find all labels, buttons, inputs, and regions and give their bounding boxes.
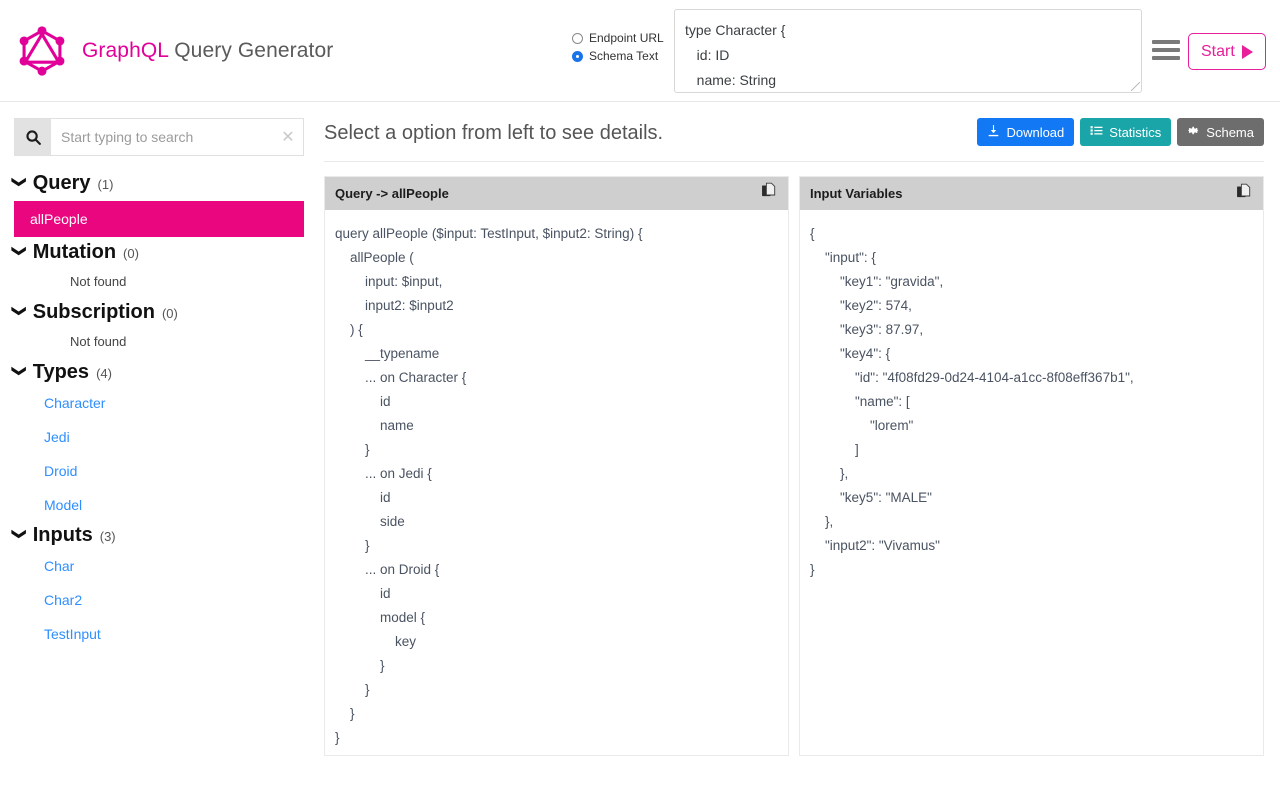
hamburger-bar bbox=[1152, 56, 1180, 60]
sidebar: ✕ ❯ Query (1) allPeople ❯ Mutation (0) N… bbox=[0, 102, 320, 800]
tree-item-model[interactable]: Model bbox=[44, 497, 83, 513]
schema-button[interactable]: Schema bbox=[1177, 118, 1264, 146]
hamburger-bar bbox=[1152, 40, 1180, 44]
tree-item-allPeople[interactable]: allPeople bbox=[14, 201, 304, 237]
search-icon[interactable] bbox=[15, 119, 51, 155]
hamburger-bar bbox=[1152, 48, 1180, 52]
graphql-logo-icon bbox=[14, 23, 70, 79]
tree-group-label: Inputs bbox=[32, 524, 93, 546]
download-button-label: Download bbox=[1006, 124, 1065, 140]
statistics-button-label: Statistics bbox=[1109, 124, 1162, 140]
tree-group-types[interactable]: ❯ Types (4) bbox=[11, 359, 304, 386]
tree-group-label: Subscription bbox=[32, 301, 155, 323]
chevron-down-icon: ❯ bbox=[11, 245, 28, 257]
search-input[interactable] bbox=[51, 129, 273, 145]
tree-group-subscription[interactable]: ❯ Subscription (0) bbox=[11, 299, 304, 326]
search-bar[interactable]: ✕ bbox=[14, 118, 304, 156]
schema-tree: ❯ Query (1) allPeople ❯ Mutation (0) Not… bbox=[11, 170, 304, 651]
download-button[interactable]: Download bbox=[977, 118, 1075, 146]
radio-schema-text[interactable]: Schema Text bbox=[572, 49, 664, 63]
main-title: Select a option from left to see details… bbox=[324, 122, 664, 144]
tree-group-query[interactable]: ❯ Query (1) bbox=[11, 170, 304, 197]
source-mode-radio-group[interactable]: Endpoint URL Schema Text bbox=[572, 31, 664, 63]
result-panels: Query -> allPeople query allPeople ($inp… bbox=[324, 176, 1264, 756]
start-button-label: Start bbox=[1201, 42, 1235, 60]
query-code: query allPeople ($input: TestInput, $inp… bbox=[335, 225, 643, 745]
tree-group-label: Query bbox=[32, 172, 91, 194]
tree-group-inputs[interactable]: ❯ Inputs (3) bbox=[11, 522, 304, 549]
brand-rest-text: Query Generator bbox=[168, 38, 334, 62]
hamburger-menu-icon[interactable] bbox=[1152, 38, 1180, 62]
tree-item-testinput[interactable]: TestInput bbox=[44, 626, 101, 642]
main-toolbar: Select a option from left to see details… bbox=[324, 118, 1264, 148]
tree-group-count: (3) bbox=[99, 529, 116, 544]
tree-empty-subscription: Not found bbox=[70, 334, 127, 349]
input-variables-panel-title: Input Variables bbox=[810, 186, 903, 201]
radio-endpoint-url[interactable]: Endpoint URL bbox=[572, 31, 664, 45]
tree-item-character[interactable]: Character bbox=[44, 395, 106, 411]
tree-item-jedi[interactable]: Jedi bbox=[44, 429, 70, 445]
tree-group-label: Types bbox=[32, 361, 90, 383]
radio-indicator-endpoint-url[interactable] bbox=[572, 32, 583, 44]
divider bbox=[324, 161, 1264, 162]
download-icon bbox=[987, 124, 1000, 140]
action-buttons: Download Statistics bbox=[977, 118, 1264, 146]
query-panel-header: Query -> allPeople bbox=[325, 177, 788, 210]
radio-label-schema-text: Schema Text bbox=[589, 49, 659, 63]
chevron-down-icon: ❯ bbox=[11, 365, 28, 377]
brand: GraphQL Query Generator bbox=[14, 23, 333, 79]
page-title: GraphQL Query Generator bbox=[82, 39, 333, 63]
tree-group-count: (0) bbox=[123, 246, 139, 261]
chevron-down-icon: ❯ bbox=[11, 176, 28, 188]
query-panel: Query -> allPeople query allPeople ($inp… bbox=[324, 176, 789, 756]
input-variables-code: { "input": { "key1": "gravida", "key2": … bbox=[810, 226, 1134, 577]
query-panel-title: Query -> allPeople bbox=[335, 185, 449, 201]
input-variables-panel-body: { "input": { "key1": "gravida", "key2": … bbox=[800, 210, 1263, 755]
app-header: GraphQL Query Generator Endpoint URL Sch… bbox=[0, 0, 1280, 102]
radio-label-endpoint-url: Endpoint URL bbox=[589, 31, 664, 45]
gear-icon bbox=[1187, 124, 1200, 140]
tree-item-char[interactable]: Char bbox=[44, 558, 75, 574]
input-variables-panel: Input Variables { "input": { "key1": "gr… bbox=[799, 176, 1264, 756]
tree-item-droid[interactable]: Droid bbox=[44, 463, 78, 479]
chevron-down-icon: ❯ bbox=[11, 528, 28, 540]
tree-group-mutation[interactable]: ❯ Mutation (0) bbox=[11, 239, 304, 266]
tree-group-count: (0) bbox=[161, 306, 178, 321]
tree-item-char2[interactable]: Char2 bbox=[44, 592, 83, 608]
input-variables-panel-header: Input Variables bbox=[800, 177, 1263, 210]
schema-text-input[interactable]: type Character { id: ID name: String bbox=[674, 9, 1142, 93]
tree-empty-mutation: Not found bbox=[70, 274, 127, 289]
tree-group-count: (4) bbox=[96, 366, 112, 381]
app-body: ✕ ❯ Query (1) allPeople ❯ Mutation (0) N… bbox=[0, 102, 1280, 800]
copy-icon[interactable] bbox=[761, 182, 778, 204]
list-icon bbox=[1090, 124, 1103, 140]
query-panel-body: query allPeople ($input: TestInput, $inp… bbox=[325, 210, 788, 755]
copy-icon[interactable] bbox=[1236, 183, 1253, 205]
close-icon[interactable]: ✕ bbox=[281, 129, 295, 146]
tree-group-label: Mutation bbox=[32, 241, 117, 263]
radio-indicator-schema-text[interactable] bbox=[572, 50, 583, 62]
brand-accent-text: GraphQL bbox=[82, 38, 169, 62]
start-button[interactable]: Start bbox=[1188, 33, 1266, 70]
chevron-down-icon: ❯ bbox=[11, 305, 28, 317]
main-content: Select a option from left to see details… bbox=[320, 102, 1280, 800]
play-icon bbox=[1241, 44, 1253, 59]
schema-button-label: Schema bbox=[1206, 124, 1254, 140]
tree-group-count: (1) bbox=[97, 177, 114, 192]
statistics-button[interactable]: Statistics bbox=[1080, 118, 1172, 146]
